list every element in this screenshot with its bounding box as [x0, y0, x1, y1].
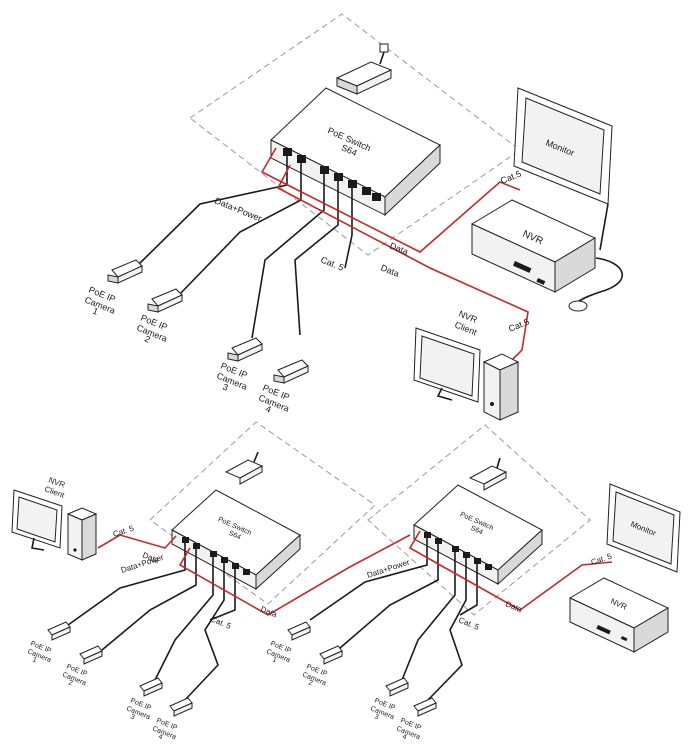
bottom-right-data-links	[408, 530, 613, 611]
bottom-right-camera-cables	[309, 538, 478, 701]
top-data-links	[260, 147, 529, 361]
top-camera-1-label-3: 1	[91, 306, 99, 317]
bottom-right-cat5-label: Cat. 5	[457, 616, 481, 633]
bottom-left-camera-3	[139, 677, 163, 697]
bottom-left-boundary	[149, 421, 376, 605]
top-camera-4	[273, 359, 309, 384]
top-nvr-client: NVR Client	[413, 309, 520, 421]
bottom-left-camera-cables	[67, 543, 236, 701]
bottom-nvr: NVR	[568, 577, 670, 653]
top-camera-2-label-3: 2	[143, 334, 151, 345]
bottom-right-power-adapter	[468, 457, 508, 491]
bottom-right-camera-1-label-3: 1	[271, 656, 277, 664]
bottom-right-switch-label-2: S64	[469, 525, 483, 537]
bottom-monitor: Monitor	[606, 483, 681, 573]
top-diagram: PoE Switch S64 Data+Power Cat. 5 Data Da…	[83, 13, 623, 421]
top-monitor: Monitor	[513, 87, 613, 251]
bottom-left-data-links	[97, 534, 411, 616]
bottom-right-camera-2	[319, 645, 343, 665]
top-power-adapter	[335, 43, 393, 95]
bottom-right-poe-switch: PoE Switch S64	[413, 484, 543, 586]
top-camera-3-label-3: 3	[221, 382, 229, 393]
top-mouse	[568, 257, 623, 312]
bottom-right-camera-2-label-3: 2	[307, 679, 313, 687]
bottom-right-nvr-cat5-label: Cat. 5	[590, 552, 614, 567]
bottom-left-switch-label-2: S64	[227, 530, 241, 542]
bottom-left-cat5-label: Cat. 5	[209, 615, 233, 632]
bottom-right-data-label: Data	[504, 600, 524, 615]
bottom-left-camera-1	[47, 621, 71, 641]
bottom-left-camera-4-label-3: 4	[157, 733, 163, 741]
bottom-left-camera-2-label-3: 2	[67, 679, 73, 687]
bottom-left-poe-switch: PoE Switch S64	[171, 489, 301, 591]
bottom-right-camera-3-label-3: 3	[373, 713, 379, 721]
bottom-left-camera-2	[79, 645, 103, 665]
bottom-nvr-client: NVR Client	[11, 475, 98, 561]
top-data-power-label: Data+Power	[213, 196, 263, 224]
top-data-label-1: Data	[388, 241, 409, 257]
top-cat5-client-label: Cat.5	[507, 317, 531, 334]
top-camera-cables	[137, 156, 353, 339]
top-poe-switch: PoE Switch S64	[270, 87, 441, 217]
top-cat5-nvr-label: Cat.5	[499, 169, 523, 186]
bottom-left-camera-1-label-3: 1	[31, 656, 37, 664]
bottom-right-camera-1	[287, 621, 311, 641]
bottom-right-camera-3	[385, 677, 409, 697]
bottom-right-camera-4	[413, 697, 437, 717]
bottom-right-camera-4-label-3: 4	[401, 733, 407, 741]
bottom-right-boundary	[367, 424, 591, 616]
top-boundary	[189, 13, 521, 256]
bottom-link-data-label: Data	[259, 605, 279, 620]
top-data-label-2: Data	[379, 263, 400, 279]
bottom-left-power-adapter	[224, 451, 264, 485]
top-camera-3	[227, 337, 263, 362]
top-camera-4-label-3: 4	[264, 404, 272, 415]
bottom-right-data-power-label: Data+Power	[366, 558, 411, 580]
top-camera-2	[147, 288, 183, 313]
top-nvr: NVR	[470, 199, 597, 293]
top-camera-1	[107, 259, 143, 284]
bottom-left-diagram: PoE Switch S64 Cat. 5 Data Data+Power Ca…	[11, 421, 411, 741]
bottom-left-camera-4	[169, 697, 193, 717]
bottom-left-camera-3-label-3: 3	[129, 713, 135, 721]
top-cat5-camera-label: Cat. 5	[319, 255, 345, 273]
